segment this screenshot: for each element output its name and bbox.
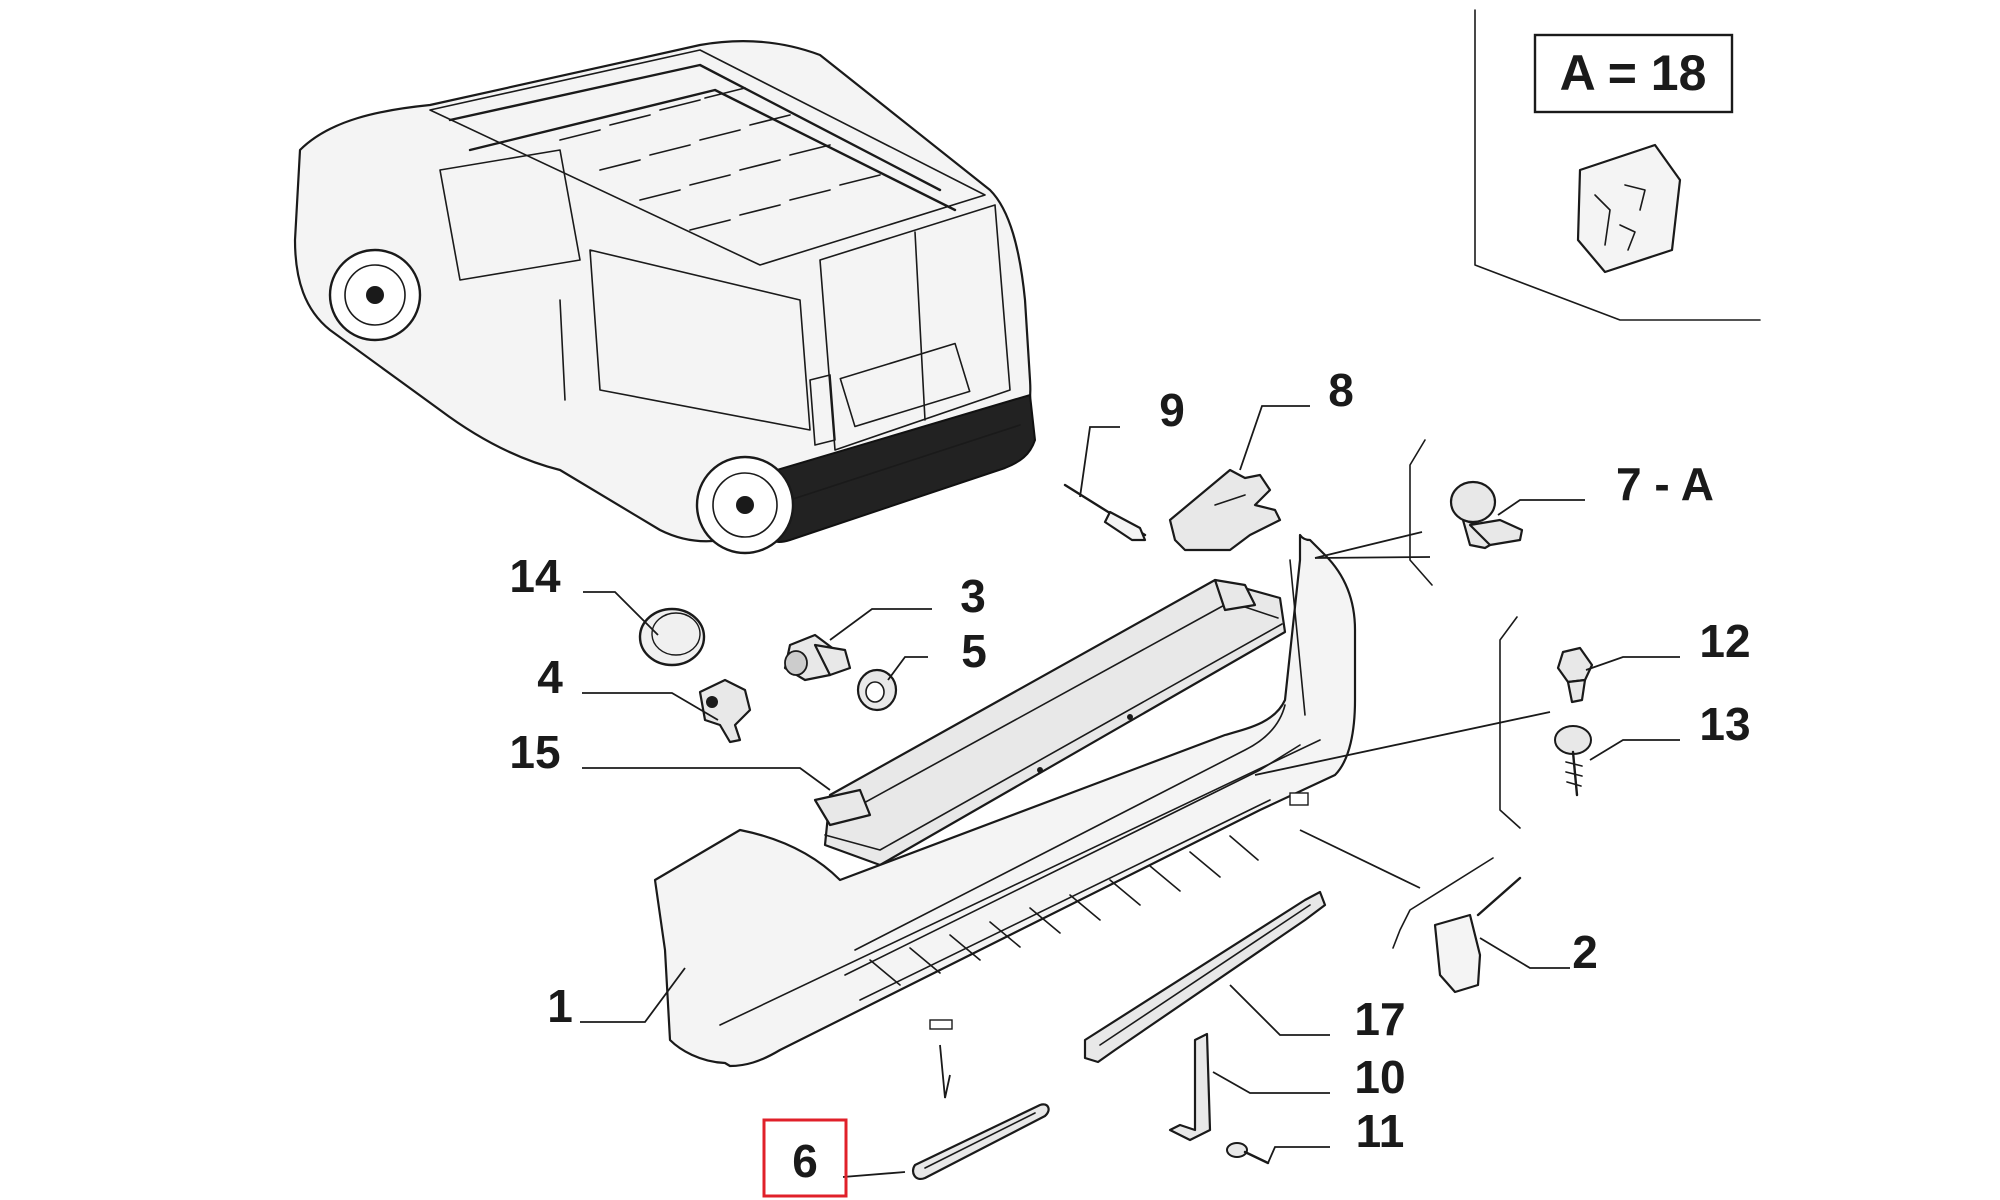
part-15-beam [813,578,1287,867]
part-9-pin [1063,483,1147,542]
group-bracket-lines [1392,616,1521,949]
part-4-connector [698,678,752,744]
callout-12: 12 [1699,615,1750,667]
callout-6: 6 [792,1135,818,1187]
part-13-screw [1554,725,1592,797]
callout-11: 11 [1356,1105,1405,1157]
part-5-ring [856,668,898,712]
callout-4: 4 [537,651,563,703]
callout-2: 2 [1572,926,1598,978]
callout-9: 9 [1159,384,1185,436]
part-10-bracket [1168,1032,1212,1142]
inset-legend: A = 18 [1474,9,1761,321]
callout-10: 10 [1354,1051,1405,1103]
part-12-clip [1556,646,1594,704]
legend-box [1533,33,1734,114]
callout-7: 7 - A [1616,458,1714,510]
front-wheel [328,248,422,342]
callout-17: 17 [1354,993,1405,1045]
part-11-screw [1226,1142,1270,1165]
leader-lines [580,405,1680,1178]
callout-3: 3 [960,570,986,622]
part-17-trim [1083,890,1327,1064]
part-1-bumper [653,533,1357,1068]
fastener-bag-icon [1576,143,1682,274]
callout-labels: 9 8 7 - A 14 3 5 4 15 12 13 2 1 17 10 11… [509,364,1750,1187]
callout-5: 5 [961,625,987,677]
callout-15: 15 [509,726,560,778]
callout-1: 1 [547,980,573,1032]
legend-box-text: A = 18 [1560,45,1707,101]
van-illustration [293,40,1037,555]
callout-13: 13 [1699,698,1750,750]
rear-wheel [695,455,795,555]
highlight-box-part-6 [762,1118,848,1198]
callout-8: 8 [1328,364,1354,416]
part-8-bracket [1168,468,1282,552]
part-6-reflector [911,1103,1050,1180]
callout-14: 14 [509,550,561,602]
part-7-clip [1409,439,1524,586]
part-14-cap [638,607,706,667]
part-2-cover [1433,876,1522,994]
part-3-sensor [783,633,852,682]
